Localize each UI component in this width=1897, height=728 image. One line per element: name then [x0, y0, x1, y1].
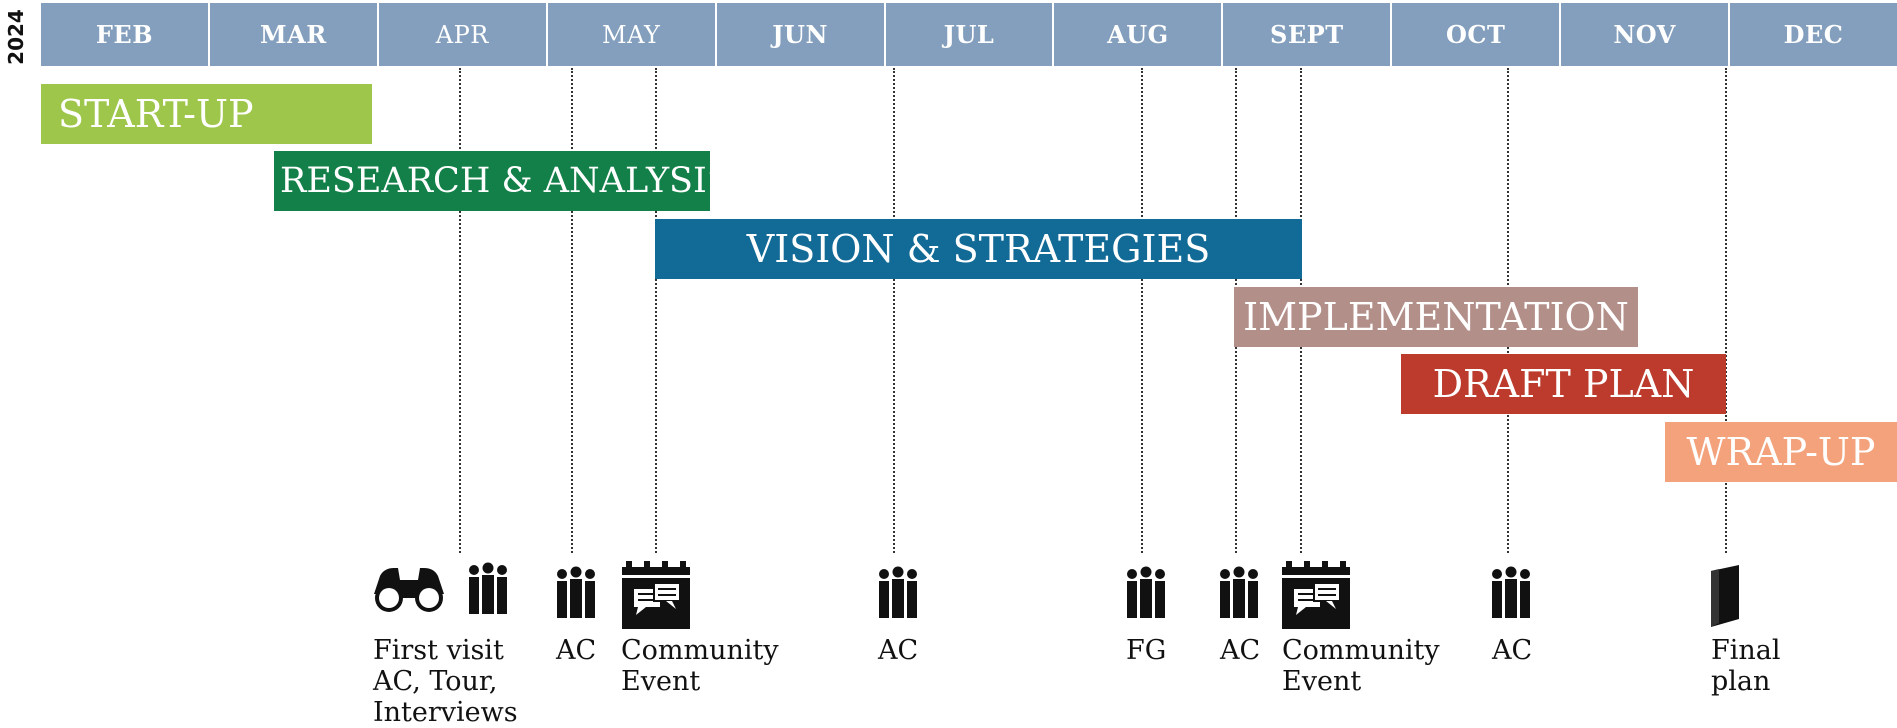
people-icon — [1127, 566, 1165, 618]
milestone-label-community-sept: Community Event — [1282, 635, 1440, 697]
month-apr: APR — [378, 3, 548, 66]
people-icon — [557, 566, 595, 618]
milestone-line-community-may — [655, 68, 657, 553]
phase-vision-label: VISION & STRATEGIES — [746, 227, 1211, 271]
phase-startup: START-UP — [41, 84, 372, 144]
calendar-chat-icon — [1282, 561, 1350, 629]
phase-research-label: RESEARCH & ANALYSIS — [280, 161, 710, 201]
phase-draft-plan: DRAFT PLAN — [1401, 354, 1726, 414]
milestone-line-ac-jul — [893, 68, 895, 553]
milestone-label-ac-apr: AC — [556, 635, 597, 666]
phase-draft-label: DRAFT PLAN — [1432, 362, 1695, 406]
month-jun: JUN — [716, 3, 886, 66]
month-dec: DEC — [1730, 3, 1897, 66]
calendar-chat-icon — [622, 561, 690, 629]
month-nov: NOV — [1561, 3, 1731, 66]
milestone-line-ac-apr — [571, 68, 573, 553]
milestone-label-first-visit: First visit AC, Tour, Interviews — [373, 635, 518, 728]
month-may: MAY — [547, 3, 717, 66]
binoculars-icon — [374, 568, 444, 612]
month-feb: FEB — [41, 3, 210, 66]
month-aug: AUG — [1054, 3, 1224, 66]
phase-wrapup-label: WRAP-UP — [1686, 430, 1876, 474]
people-icon — [469, 562, 507, 614]
month-sept: SEPT — [1223, 3, 1393, 66]
people-icon — [1492, 566, 1530, 618]
milestone-line-final-plan — [1725, 68, 1727, 553]
phase-research-analysis: RESEARCH & ANALYSIS — [274, 151, 710, 211]
milestone-label-final-plan: Final plan — [1711, 635, 1781, 697]
phase-wrapup: WRAP-UP — [1665, 422, 1897, 482]
milestone-label-ac-aug: AC — [1220, 635, 1261, 666]
people-icon — [879, 566, 917, 618]
month-jul: JUL — [885, 3, 1055, 66]
month-header: FEB MAR APR MAY JUN JUL AUG SEPT OCT NOV… — [41, 3, 1897, 66]
phase-implementation: IMPLEMENTATION — [1234, 287, 1638, 347]
month-oct: OCT — [1392, 3, 1562, 66]
milestone-label-fg-aug: FG — [1126, 635, 1167, 666]
milestone-label-ac-jul: AC — [878, 635, 919, 666]
phase-vision-strategies: VISION & STRATEGIES — [655, 219, 1302, 279]
milestone-label-ac-oct: AC — [1492, 635, 1533, 666]
people-icon — [1220, 566, 1258, 618]
milestone-label-community-may: Community Event — [621, 635, 779, 697]
phase-implementation-label: IMPLEMENTATION — [1243, 295, 1629, 339]
milestone-line-first-visit — [459, 68, 461, 553]
month-mar: MAR — [209, 3, 379, 66]
phase-startup-label: START-UP — [58, 92, 254, 136]
year-label: 2024 — [4, 9, 28, 65]
document-icon — [1711, 565, 1739, 627]
milestone-line-fg-aug — [1141, 68, 1143, 553]
